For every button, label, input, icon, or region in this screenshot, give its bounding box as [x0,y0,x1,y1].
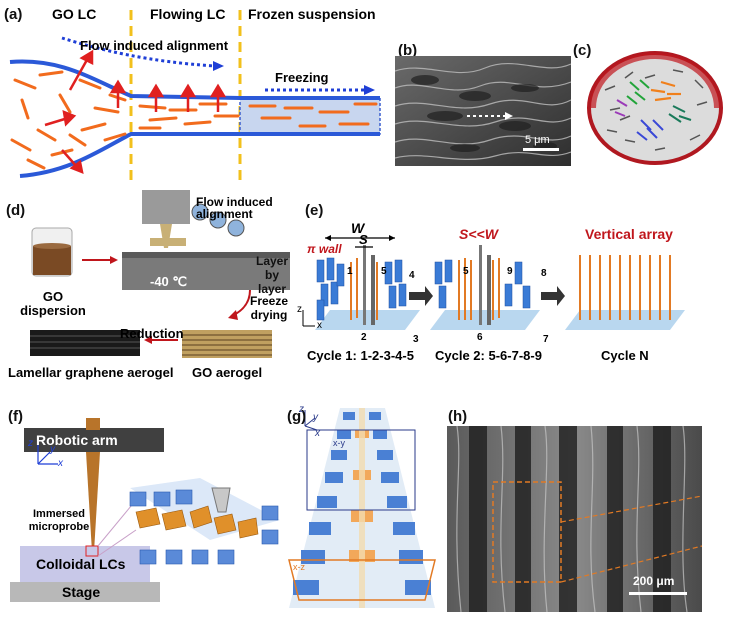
num-3: 3 [413,334,419,345]
axis-z-g: z [299,404,304,415]
plane-xy-label: x-y [333,438,345,448]
panel-b-sem-image: 5 μm [395,56,571,166]
num-9: 9 [507,266,513,277]
plane-xz-label: x-z [293,562,305,572]
go-lc-title: GO LC [52,6,97,22]
frozen-suspension-title: Frozen suspension [248,6,376,22]
s-ll-w-label: S<<W [459,226,498,242]
pi-wall-label: π wall [307,242,342,256]
num-6: 6 [477,332,483,343]
go-aerogel-text: GO aerogel [192,365,263,380]
go-dispersion-text: GO dispersion [20,289,86,318]
reduction-text: Reduction [120,326,184,341]
panel-h-label: (h) [448,408,468,425]
num-8: 8 [541,268,547,279]
axis-y-f: y [50,444,55,455]
axis-x-e: x [317,320,322,331]
panel-b-scalebar-text: 5 μm [525,134,550,146]
s-label: S [359,232,368,247]
flowing-lc-title: Flowing LC [150,6,226,22]
axis-x-f: x [58,458,63,469]
panel-c-label: (c) [573,42,592,59]
panel-g-label: (g) [287,408,307,425]
cycle1-label: Cycle 1: 1-2-3-4-5 [307,348,414,363]
freezing-text: Freezing [275,70,329,85]
axis-z-f: z [28,438,33,449]
num-7: 7 [543,334,549,345]
vertical-array-label: Vertical array [585,226,673,242]
panel-d-label: (d) [6,202,26,219]
axis-z-e: z [297,304,302,315]
lamellar-graphene-text: Lamellar graphene aerogel [8,365,174,380]
colloidal-lcs-text: Colloidal LCs [36,556,126,572]
cycle2-label: Cycle 2: 5-6-7-8-9 [435,348,542,363]
panel-e-label: (e) [305,202,324,219]
num-2: 2 [361,332,367,343]
num-4: 4 [409,270,415,281]
robotic-arm-text: Robotic arm [36,432,118,448]
panel-h-sem-image: 200 μm [447,426,702,612]
layer-by-layer-text: Layer by layer [255,254,289,296]
panel-a: (a) GO LC Flowing LC Frozen suspension F… [0,0,390,190]
panel-b-label: (b) [398,42,418,59]
panel-h-scalebar-text: 200 μm [633,574,675,588]
axis-y-g: y [313,412,318,423]
panel-d: (d) Flow induced alignment -40 ℃ Layer b… [0,190,300,390]
num-5: 5 [381,266,387,277]
panel-f: (f) Robotic arm Immersed microprobe Coll… [0,400,290,620]
panel-f-label: (f) [8,408,23,425]
panel-a-label: (a) [4,6,23,23]
immersed-microprobe-text: Immersed microprobe [28,508,90,533]
flow-alignment-text: Flow induced alignment [80,38,229,53]
num-5b: 5 [463,266,469,277]
axis-x-g: x [315,428,320,439]
num-1: 1 [347,266,353,277]
freeze-drying-text: Freeze drying [249,294,289,322]
panel-g: (g) z y x x-y x-z [285,400,440,610]
panel-e: (e) W S π wall S<<W Vertical array Cycle… [295,200,733,370]
w-label: W [351,220,365,236]
cycleN-label: Cycle N [601,348,649,363]
panel-c-droplet [585,50,725,165]
flow-alignment-text-d: Flow induced alignment [196,195,273,221]
stage-text: Stage [62,584,101,600]
temperature-text: -40 ℃ [150,274,188,289]
panel-a-diagram [9,10,381,185]
